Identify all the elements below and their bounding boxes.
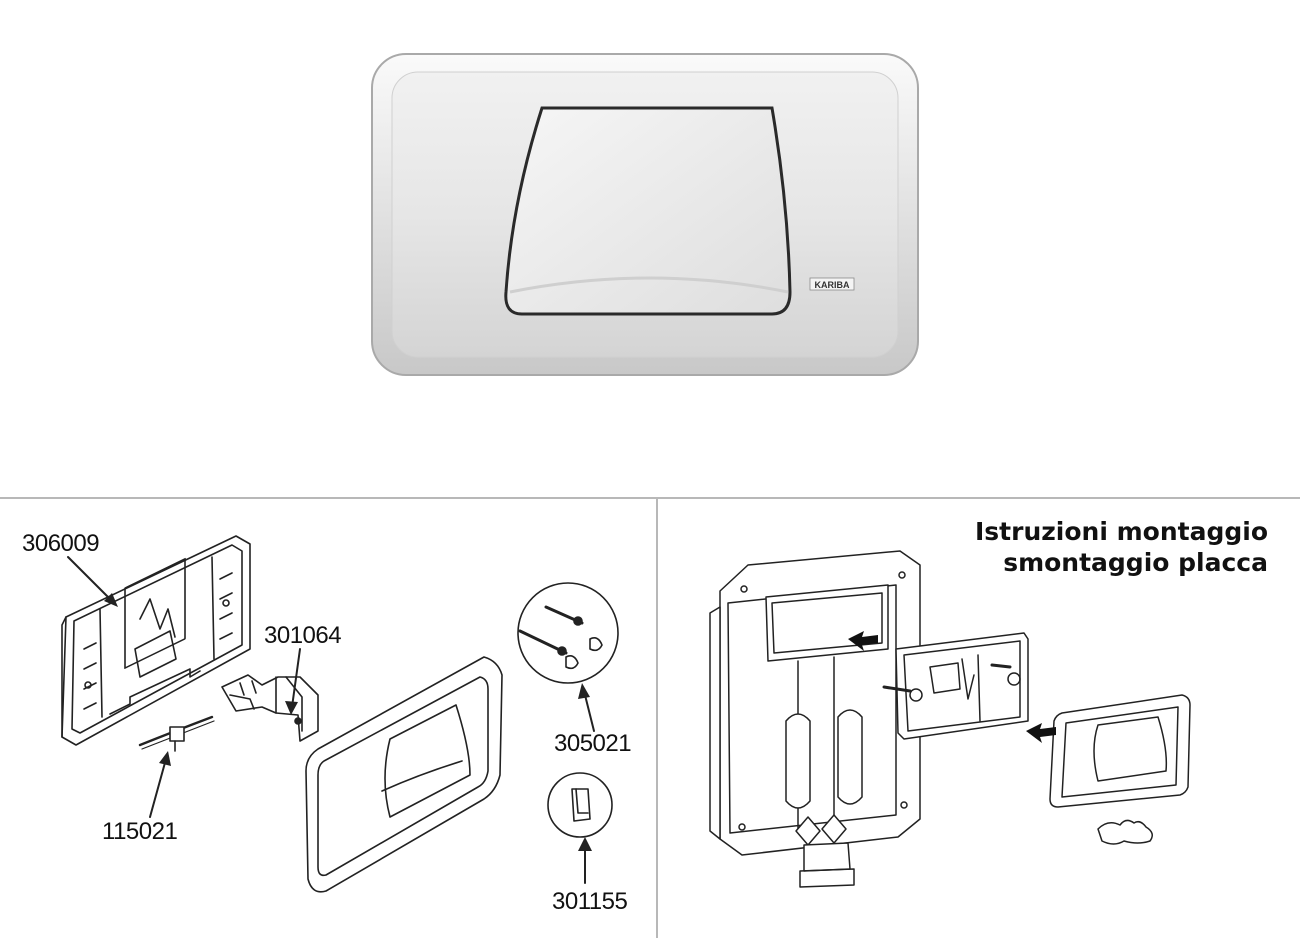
clip-detail [547,772,613,838]
lever-spring [138,715,215,752]
brand-label: KARIBA [815,280,850,290]
cover-plate-drawing [305,656,503,893]
horizontal-divider [0,497,1300,499]
part-code-frame: 306009 [22,530,100,557]
cistern-frame [709,550,921,888]
hand-drawing [1097,819,1153,845]
vertical-divider [656,498,658,938]
flush-plate-photo: KARIBA [371,53,919,376]
mounting-frame-small [882,632,1029,740]
cover-plate-small [1049,694,1191,808]
actuator-bracket [221,674,319,742]
part-code-lever: 115021 [102,818,178,845]
part-code-screws: 305021 [554,730,632,757]
direction-arrows [848,631,1056,743]
instructions-title-line1: Istruzioni montaggio [974,517,1268,546]
leader-arrows [67,556,595,884]
mounting-frame [61,535,251,746]
part-code-clip: 301155 [552,888,628,915]
instructions-title: Istruzioni montaggio smontaggio placca [975,516,1268,578]
assembly-diagram [709,550,1191,888]
instructions-title-line2: smontaggio placca [1003,548,1268,577]
screws-detail [517,582,619,684]
exploded-parts-diagram [61,535,619,893]
part-code-bracket: 301064 [264,622,342,649]
